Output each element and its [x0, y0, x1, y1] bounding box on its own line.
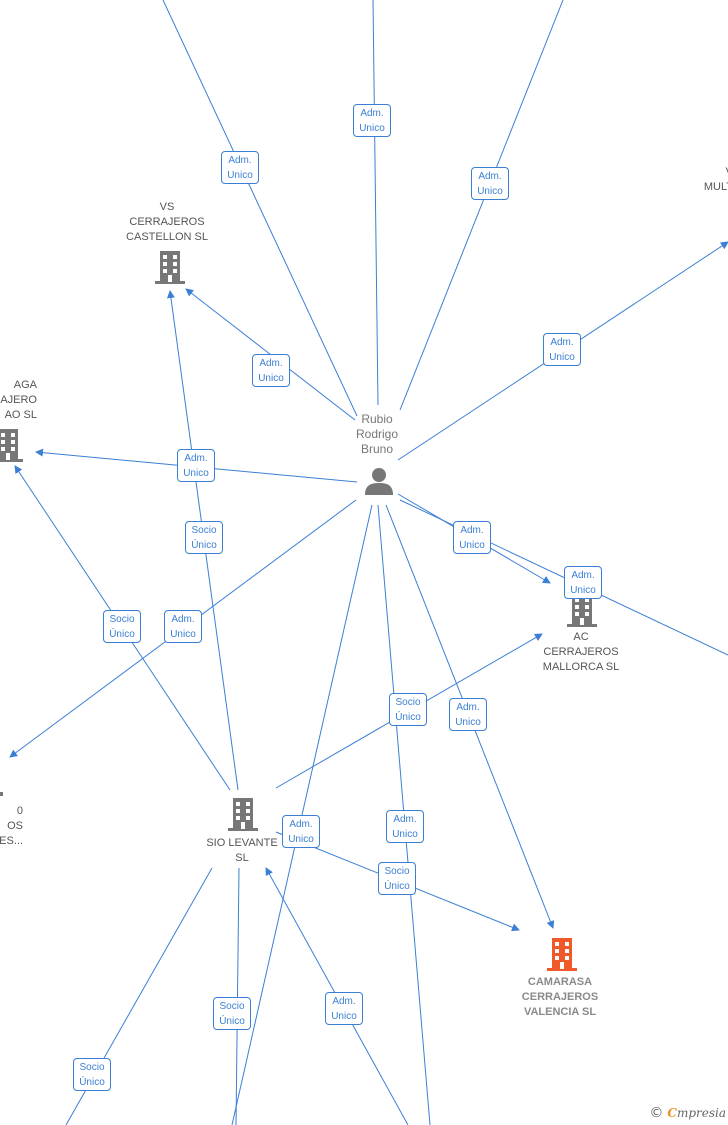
company-label-left-partial[interactable]: 0 OS ES... — [0, 805, 23, 847]
company-label-ac-mallorca[interactable]: AC CERRAJEROS MALLORCA SL — [542, 631, 620, 673]
edge-label-adm-unico[interactable]: Adm.Unico — [221, 151, 259, 184]
edge-label-adm-unico[interactable]: Adm.Unico — [177, 449, 215, 482]
building-icon[interactable] — [227, 797, 259, 831]
edge-label-adm-unico[interactable]: Adm.Unico — [449, 698, 487, 731]
company-label-right-partial[interactable]: V MULT — [703, 166, 728, 193]
edge-label-adm-unico[interactable]: Adm.Unico — [471, 167, 509, 200]
building-icon[interactable] — [154, 250, 186, 284]
edge-line — [399, 0, 564, 411]
edge-label-adm-unico[interactable]: Adm.Unico — [325, 992, 363, 1025]
edge-label-adm-unico[interactable]: Adm.Unico — [543, 333, 581, 366]
edge-label-adm-unico[interactable]: Adm.Unico — [164, 610, 202, 643]
building-icon — [0, 792, 3, 796]
edge-label-adm-unico[interactable]: Adm.Unico — [564, 566, 602, 599]
edge-label-adm-unico[interactable]: Adm.Unico — [453, 521, 491, 554]
edge-label-adm-unico[interactable]: Adm.Unico — [252, 354, 290, 387]
person-name-label[interactable]: Rubio Rodrigo Bruno — [355, 412, 399, 456]
edge-line — [235, 867, 240, 1125]
company-label-sio-levante[interactable]: SIO LEVANTE SL — [206, 837, 278, 864]
person-icon[interactable] — [364, 466, 394, 496]
focus-building-icon[interactable] — [546, 937, 578, 971]
edge-line — [372, 0, 379, 406]
edge-label-adm-unico[interactable]: Adm.Unico — [282, 815, 320, 848]
empresia-watermark: ©Cmpresia — [649, 1105, 726, 1121]
company-label-vs-castellon[interactable]: VS CERRAJEROS CASTELLON SL — [126, 201, 208, 243]
edge-label-adm-unico[interactable]: Adm.Unico — [353, 104, 391, 137]
edge-line — [162, 0, 358, 417]
company-label-malaga[interactable]: AGA AJERO AO SL — [0, 379, 37, 421]
building-icon[interactable] — [0, 428, 24, 462]
edge-label-adm-unico[interactable]: Adm.Unico — [386, 810, 424, 843]
company-label-camarasa[interactable]: CAMARASA CERRAJEROS VALENCIA SL — [521, 976, 599, 1018]
building-icon[interactable] — [566, 593, 598, 627]
